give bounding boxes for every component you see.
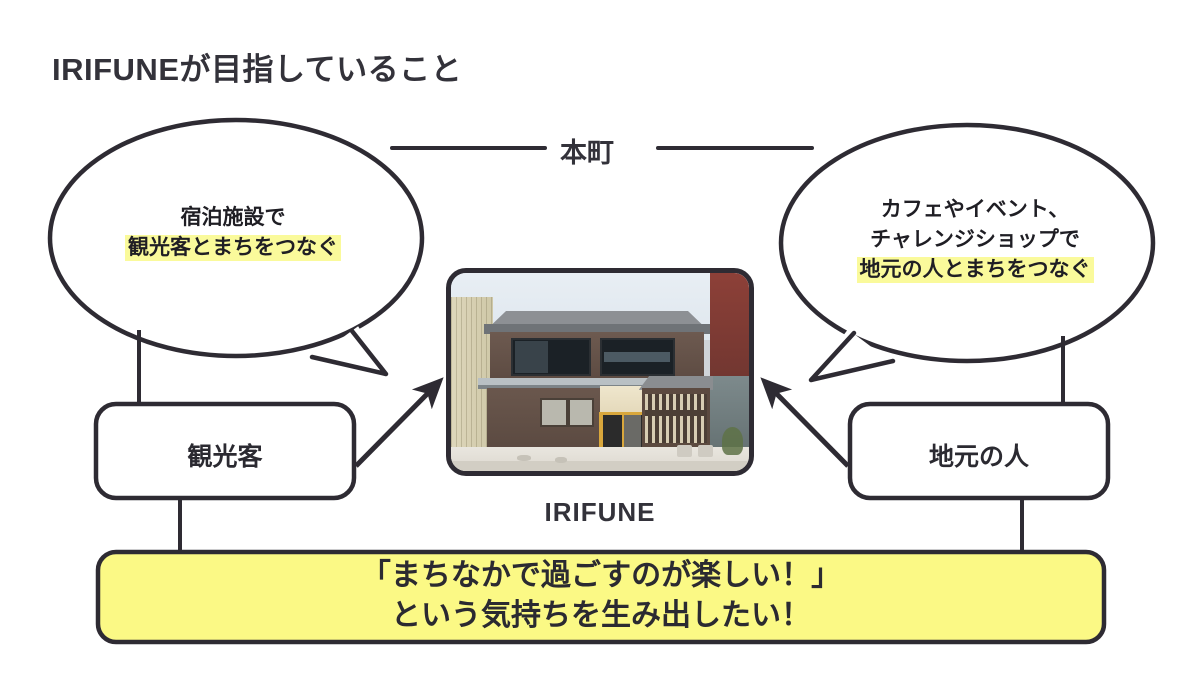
- node-label-locals: 地元の人: [928, 443, 1029, 471]
- bubble-left-line-2: 観光客とまちをつなぐ: [70, 233, 396, 263]
- irifune-building-photo: [446, 268, 754, 476]
- banner-line-1: 「まちなかで過ごすのが楽しい！」: [360, 559, 842, 592]
- speech-bubble-right-tail: [810, 329, 890, 379]
- arrow-right-to-photo: [760, 377, 850, 468]
- banner-line-2: という気持ちを生み出したい！: [391, 599, 811, 632]
- node-label-tourists: 観光客: [187, 443, 263, 471]
- bubble-right-line-3: 地元の人とまちをつなぐ: [800, 255, 1150, 285]
- bubble-right-highlight: 地元の人とまちをつなぐ: [856, 257, 1094, 283]
- page-title: IRIFUNEが目指していること: [52, 52, 463, 87]
- bubble-left-line-1: 宿泊施設で: [180, 206, 286, 229]
- bubble-left-highlight: 観光客とまちをつなぐ: [125, 235, 341, 261]
- bubble-right-line-1: カフェやイベント、: [880, 198, 1070, 221]
- photo-caption: IRIFUNE: [544, 497, 656, 527]
- bubble-right-line-2: チャレンジショップで: [870, 228, 1080, 251]
- speech-bubble-right-text: カフェやイベント、 チャレンジショップで 地元の人とまちをつなぐ: [800, 195, 1150, 285]
- speech-bubble-left-tail: [316, 326, 387, 373]
- speech-bubble-right-tail-outline: [808, 330, 896, 383]
- speech-bubble-left-text: 宿泊施設で 観光客とまちをつなぐ: [70, 203, 396, 263]
- center-link-label: 本町: [560, 138, 614, 168]
- speech-bubble-left-tail-outline: [309, 328, 389, 377]
- goal-banner-text: 「まちなかで過ごすのが楽しい！」 という気持ちを生み出したい！: [98, 556, 1104, 636]
- arrow-left-to-photo: [354, 377, 444, 468]
